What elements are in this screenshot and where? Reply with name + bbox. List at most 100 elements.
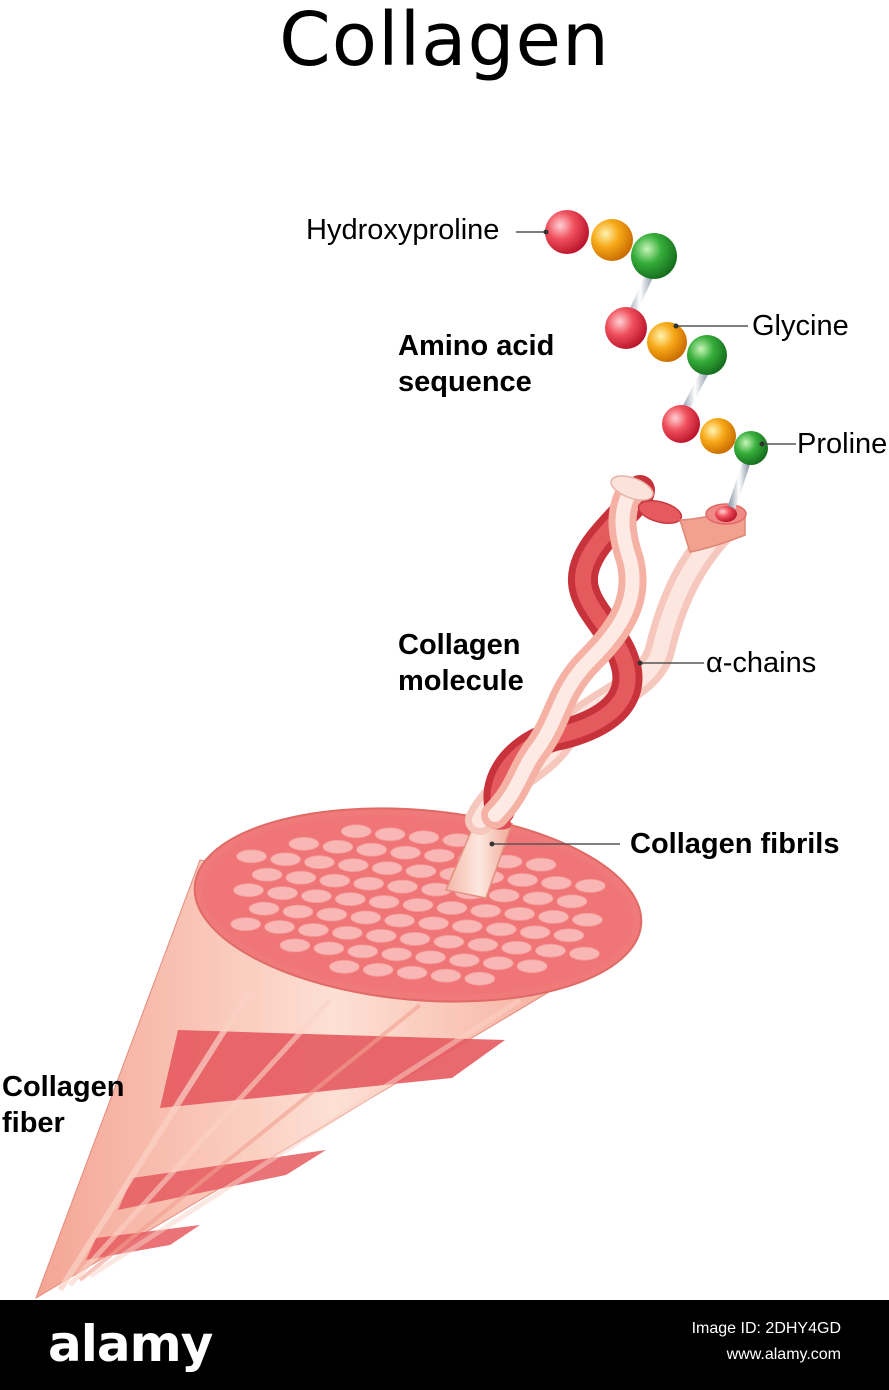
fibril-end xyxy=(541,876,572,890)
collagen-diagram xyxy=(35,210,796,1300)
watermark-logo: alamy xyxy=(48,1315,213,1373)
fibril-end xyxy=(350,910,382,925)
label-proline: Proline xyxy=(797,428,888,460)
fibril-end xyxy=(415,950,446,965)
fibril-end xyxy=(328,959,360,974)
fibril-end xyxy=(451,919,483,934)
amino-acid-chain xyxy=(545,210,768,522)
hydroxyproline-ball xyxy=(605,307,647,349)
label-alpha-chains: α-chains xyxy=(706,647,817,679)
proline-ball xyxy=(631,233,677,279)
fibril-end xyxy=(381,947,413,962)
strand-end-dark xyxy=(637,500,683,524)
fibril-end xyxy=(525,857,557,872)
watermark-site: www.alamy.com xyxy=(726,1346,841,1363)
fibril-end xyxy=(248,901,280,916)
fibril-end xyxy=(402,898,434,912)
fibril-end xyxy=(264,920,296,934)
fibril-end xyxy=(408,830,440,845)
fibril-end xyxy=(371,861,403,876)
hydroxyproline-ball xyxy=(662,405,700,443)
fibril-end xyxy=(374,827,406,842)
strand-end-pale xyxy=(610,475,654,501)
fibril-end xyxy=(297,923,329,937)
fibril-end xyxy=(556,894,588,909)
label-collagen-molecule-line1: Collagen xyxy=(398,629,521,661)
fibril-end xyxy=(303,855,335,870)
fibril-end xyxy=(230,917,262,931)
fibril-end xyxy=(387,879,418,894)
fibril-end xyxy=(522,891,554,906)
fibril-end xyxy=(313,941,345,956)
fibril-end xyxy=(356,842,388,857)
fibril-end xyxy=(405,864,437,878)
hydroxyproline-ball xyxy=(545,210,589,254)
fibril-end xyxy=(485,922,517,937)
fibril-end xyxy=(504,907,535,921)
fibril-end xyxy=(433,934,465,949)
fibril-end xyxy=(334,892,366,906)
fibril-end xyxy=(519,925,551,940)
fibril-end xyxy=(396,965,428,980)
fibril-end xyxy=(316,907,348,922)
fibril-end xyxy=(430,968,462,983)
watermark-bar xyxy=(0,1300,889,1390)
fibril-end xyxy=(368,895,400,909)
glycine-ball xyxy=(700,418,736,454)
fibril-end xyxy=(300,889,332,903)
fibril-end xyxy=(285,870,317,885)
fibril-end xyxy=(251,867,283,882)
label-collagen-fibrils: Collagen fibrils xyxy=(630,828,840,860)
fibril-end xyxy=(516,959,548,974)
fibril-end xyxy=(331,926,363,940)
fibril-end xyxy=(488,888,520,903)
fibril-end xyxy=(319,873,351,888)
fibril-end xyxy=(470,904,502,918)
fibril-end xyxy=(535,943,566,958)
fibril-end xyxy=(362,962,394,977)
fibril-end xyxy=(538,910,569,924)
fibril-end xyxy=(365,929,397,943)
glycine-ball xyxy=(647,322,687,362)
fiber-band xyxy=(118,1150,326,1210)
glycine-ball xyxy=(591,219,633,261)
fibril-end xyxy=(279,938,311,953)
fibril-end xyxy=(572,912,603,927)
collagen-molecule-helix xyxy=(444,475,747,899)
fibril-end xyxy=(569,946,600,961)
label-collagen-fiber-line2: fiber xyxy=(2,1107,65,1139)
fibril-end xyxy=(340,824,372,839)
fibril-end xyxy=(423,848,455,863)
fibril-end xyxy=(267,886,298,900)
fibril-end xyxy=(418,916,449,931)
fibril-end xyxy=(436,901,468,915)
fibril-end xyxy=(501,940,532,955)
fibril-end xyxy=(464,971,496,986)
label-glycine: Glycine xyxy=(752,310,849,342)
fibril-end xyxy=(390,845,421,860)
fibril-end xyxy=(236,849,268,864)
fibril-end xyxy=(282,904,314,919)
fibril-end xyxy=(507,873,538,887)
label-amino-acid-line1: Amino acid xyxy=(398,330,555,362)
label-collagen-molecule-line2: molecule xyxy=(398,665,524,697)
fiber-cross-section xyxy=(193,807,643,1003)
fibril-end xyxy=(482,956,514,971)
fibril-end xyxy=(233,883,265,898)
fibril-end xyxy=(399,932,431,946)
fibril-end xyxy=(322,839,354,854)
fibril-end xyxy=(448,953,480,968)
fibril-end xyxy=(337,858,369,873)
fibril-end xyxy=(347,944,379,959)
fibril-end xyxy=(288,836,320,851)
fibril-end xyxy=(353,876,385,891)
label-amino-acid-line2: sequence xyxy=(398,366,532,398)
fibril-stub xyxy=(444,819,514,899)
fibril-end xyxy=(553,928,585,943)
watermark-image-id: Image ID: 2DHY4GD xyxy=(691,1320,841,1337)
label-hydroxyproline: Hydroxyproline xyxy=(306,214,500,246)
proline-ball xyxy=(734,431,768,465)
diagram-title: Collagen xyxy=(279,0,610,83)
fibril-end xyxy=(384,913,416,928)
fibril-end xyxy=(467,937,499,952)
